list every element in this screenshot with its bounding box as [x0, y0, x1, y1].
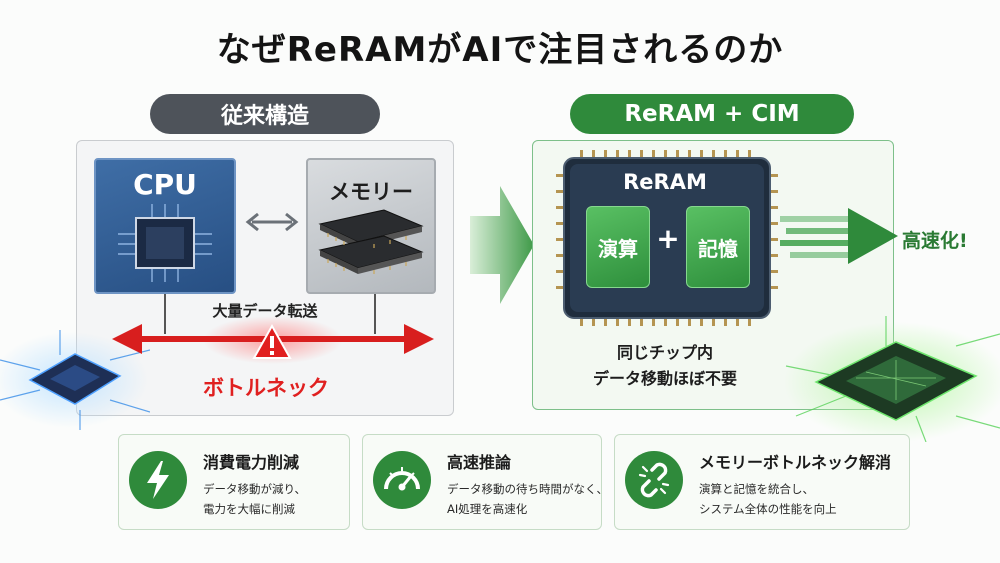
cpu-label: CPU — [133, 168, 197, 201]
reram-cim-heading: ReRAM + CIM — [570, 94, 854, 134]
benefit-card-power: 消費電力削減 データ移動が減り、 電力を大幅に削減 — [118, 434, 350, 530]
benefit-desc-line1: データ移動が減り、 — [203, 482, 307, 496]
cpu-chip-icon — [118, 204, 212, 282]
benefit-desc-line2: AI処理を高速化 — [447, 502, 528, 516]
data-transfer-label: 大量データ転送 — [212, 302, 318, 320]
benefit-description: データ移動の待ち時間がなく、 AI処理を高速化 — [447, 479, 608, 519]
glowing-chip-right-icon — [784, 316, 1000, 442]
page-title: なぜReRAMがAIで注目されるのか — [216, 30, 784, 70]
glowing-chip-left-icon — [0, 330, 150, 430]
benefit-card-speed: 高速推論 データ移動の待ち時間がなく、 AI処理を高速化 — [362, 434, 608, 530]
chip-note: 同じチップ内 データ移動ほぼ不要 — [560, 340, 770, 392]
benefit-title: 高速推論 — [447, 453, 512, 472]
memory-chip-icon — [318, 209, 424, 274]
speedometer-icon — [373, 451, 431, 509]
benefit-description: データ移動が減り、 電力を大幅に削減 — [203, 479, 306, 519]
bidirectional-arrow-icon — [245, 212, 299, 232]
chip-note-line1: 同じチップ内 — [616, 343, 713, 362]
bottleneck-label: ボトルネック — [203, 376, 329, 400]
benefit-desc-line1: 演算と記憶を統合し、 — [699, 482, 814, 496]
storage-block: 記憶 — [686, 206, 750, 288]
warning-icon — [252, 324, 292, 359]
benefit-title: メモリーボトルネック解消 — [699, 453, 892, 472]
benefit-desc-line1: データ移動の待ち時間がなく、 — [447, 482, 608, 496]
reram-chip-label: ReRAM — [623, 170, 707, 194]
cpu-connector-line — [164, 294, 166, 334]
chip-note-line2: データ移動ほぼ不要 — [592, 369, 737, 388]
speedup-label: 高速化! — [902, 230, 968, 252]
memory-label: メモリー — [329, 180, 413, 204]
speed-arrow-icon — [780, 208, 898, 264]
benefit-description: 演算と記憶を統合し、 システム全体の性能を向上 — [699, 479, 837, 519]
broken-chain-icon — [625, 451, 683, 509]
lightning-icon — [129, 451, 187, 509]
memory-connector-line — [374, 294, 376, 334]
benefit-card-bottleneck: メモリーボトルネック解消 演算と記憶を統合し、 システム全体の性能を向上 — [614, 434, 910, 530]
plus-symbol: + — [656, 222, 680, 255]
conventional-heading: 従来構造 — [150, 94, 380, 134]
benefit-desc-line2: 電力を大幅に削減 — [203, 502, 295, 516]
flow-arrow-icon — [470, 186, 534, 304]
compute-block: 演算 — [586, 206, 650, 288]
benefit-title: 消費電力削減 — [203, 453, 300, 472]
benefit-desc-line2: システム全体の性能を向上 — [699, 502, 837, 516]
